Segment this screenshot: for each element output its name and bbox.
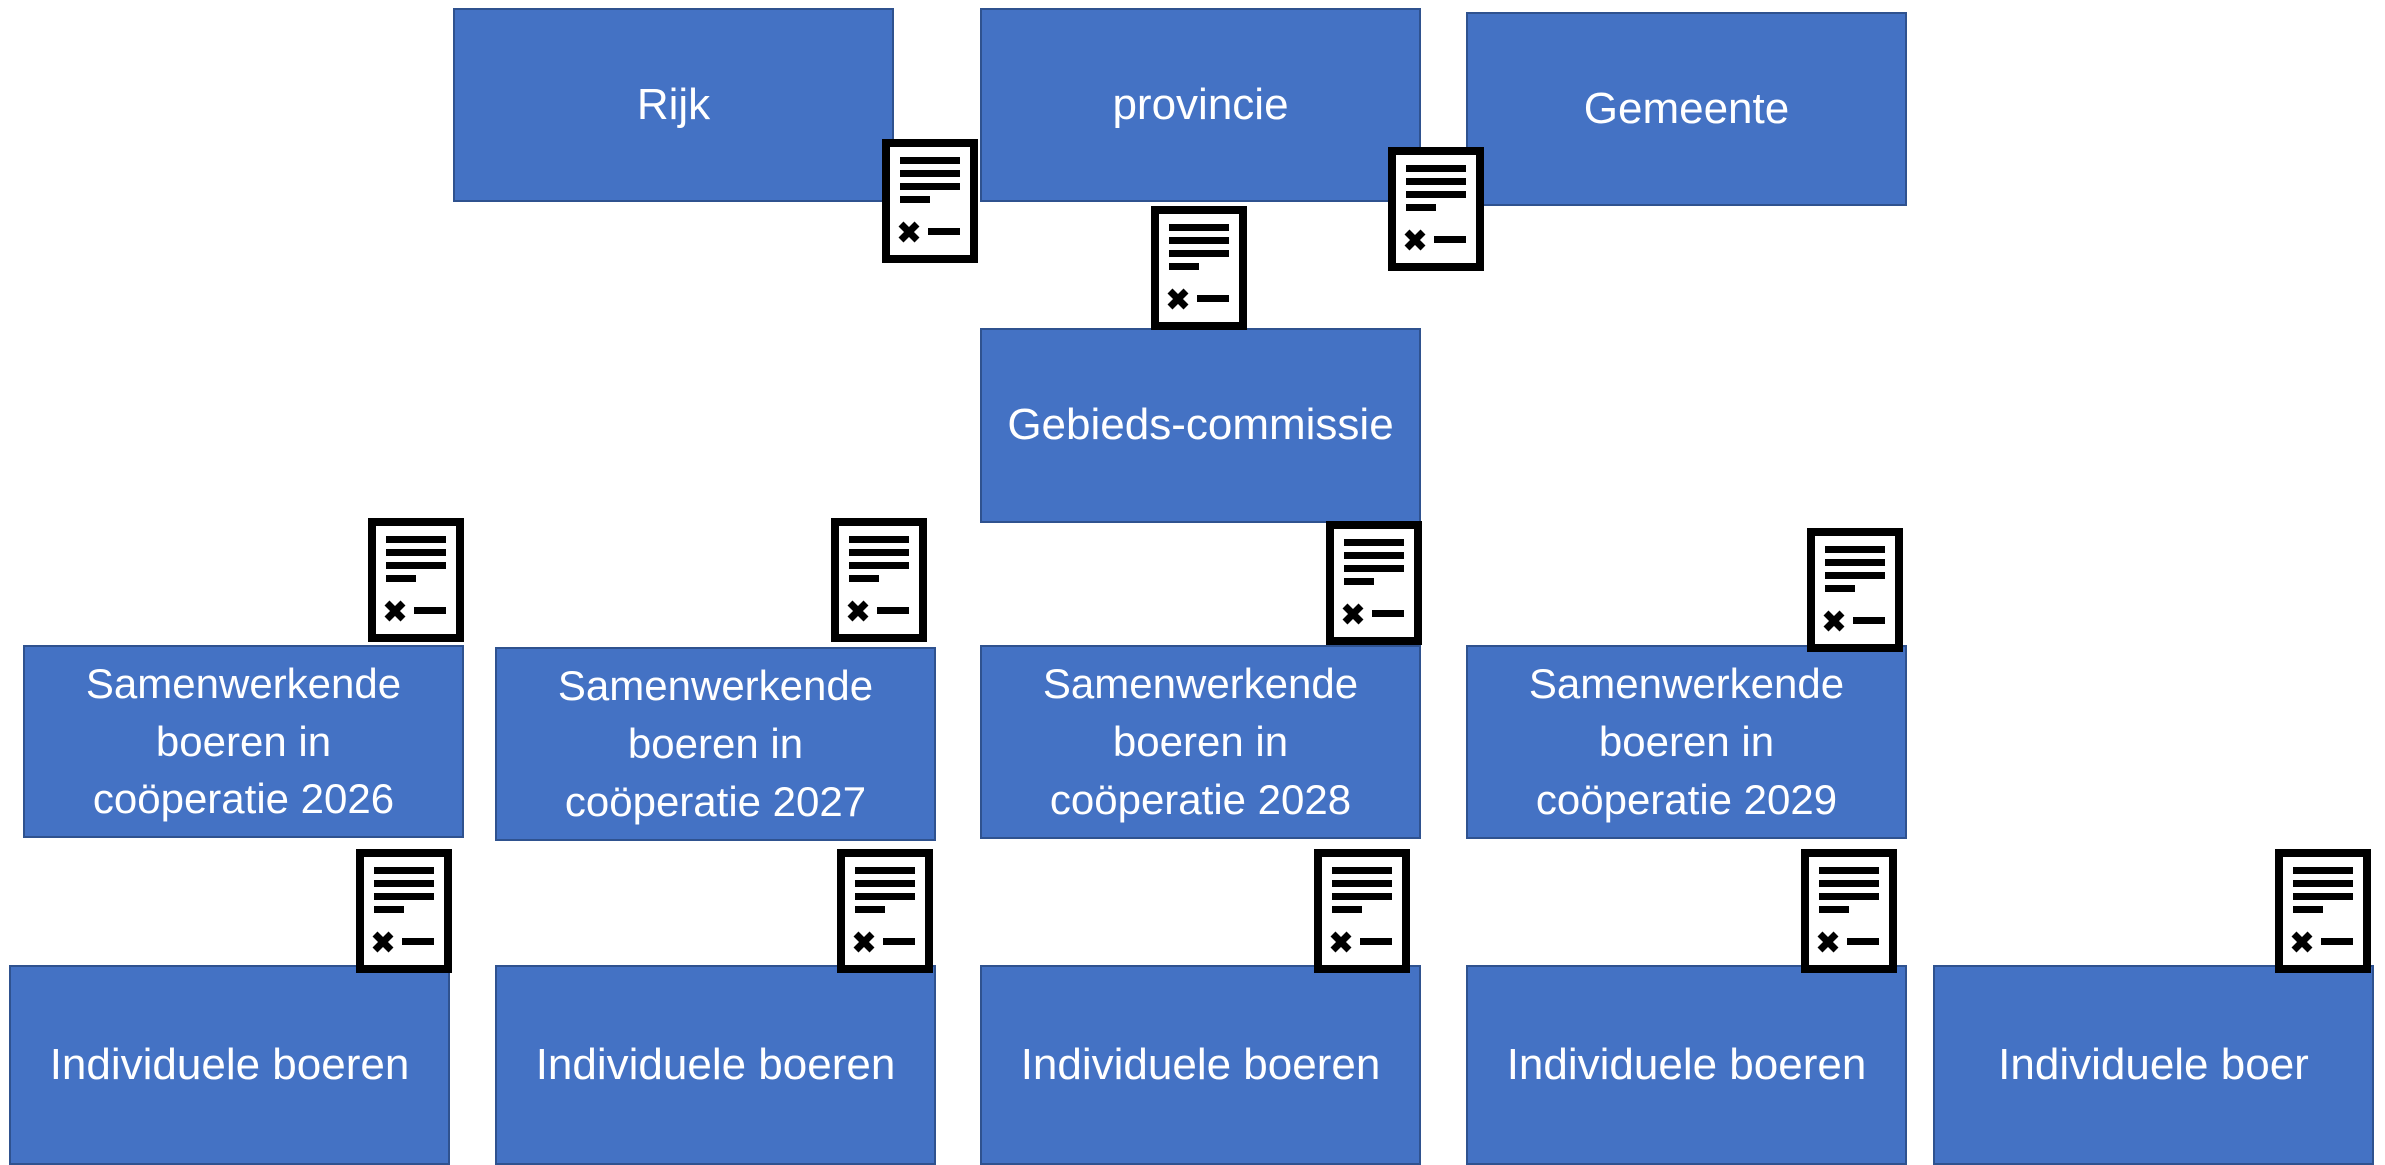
node-cooperatie-2028: Samenwerkende boeren in coöperatie 2028 xyxy=(980,645,1421,839)
node-individuele-boeren-1: Individuele boeren xyxy=(9,965,450,1165)
contract-document-icon xyxy=(1388,147,1484,271)
node-label: Individuele boeren xyxy=(49,1039,410,1089)
contract-document-icon xyxy=(2275,849,2371,973)
node-label: Samenwerkende boeren in coöperatie 2028 xyxy=(1042,660,1359,823)
node-label: Rijk xyxy=(636,79,711,129)
node-label: Individuele boeren xyxy=(1020,1039,1381,1089)
node-individuele-boeren-2: Individuele boeren xyxy=(495,965,936,1165)
node-provincie: provincie xyxy=(980,8,1421,202)
contract-document-icon xyxy=(882,139,978,263)
node-cooperatie-2027: Samenwerkende boeren in coöperatie 2027 xyxy=(495,647,936,841)
contract-document-icon xyxy=(1151,206,1247,330)
contract-document-icon xyxy=(1326,521,1422,645)
node-gebiedscommissie: Gebieds-commissie xyxy=(980,328,1421,523)
node-cooperatie-2029: Samenwerkende boeren in coöperatie 2029 xyxy=(1466,645,1907,839)
node-label: Gemeente xyxy=(1583,83,1790,133)
contract-document-icon xyxy=(837,849,933,973)
node-label: Samenwerkende boeren in coöperatie 2029 xyxy=(1528,660,1845,823)
contract-document-icon xyxy=(1314,849,1410,973)
contract-document-icon xyxy=(1801,849,1897,973)
node-individuele-boer-5: Individuele boer xyxy=(1933,965,2374,1165)
node-label: Individuele boeren xyxy=(1506,1039,1867,1089)
contract-document-icon xyxy=(368,518,464,642)
node-cooperatie-2026: Samenwerkende boeren in coöperatie 2026 xyxy=(23,645,464,838)
node-individuele-boeren-4: Individuele boeren xyxy=(1466,965,1907,1165)
node-label: Samenwerkende boeren in coöperatie 2026 xyxy=(85,659,402,823)
contract-document-icon xyxy=(356,849,452,973)
node-label: Samenwerkende boeren in coöperatie 2027 xyxy=(557,662,874,825)
node-individuele-boeren-3: Individuele boeren xyxy=(980,965,1421,1165)
contract-document-icon xyxy=(1807,528,1903,652)
node-label: Individuele boer xyxy=(1998,1039,2309,1089)
node-gemeente: Gemeente xyxy=(1466,12,1907,206)
node-label: Gebieds-commissie xyxy=(1007,400,1394,450)
node-label: Individuele boeren xyxy=(535,1039,896,1089)
contract-document-icon xyxy=(831,518,927,642)
node-label: provincie xyxy=(1112,79,1289,129)
node-rijk: Rijk xyxy=(453,8,894,202)
